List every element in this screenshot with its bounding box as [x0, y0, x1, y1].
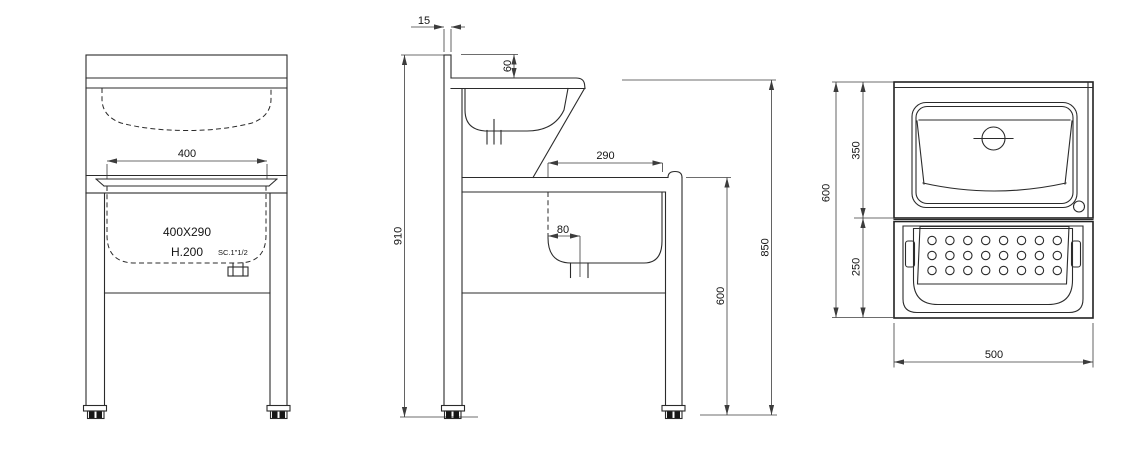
dim-drain-offset-label: 80	[557, 224, 569, 236]
left-leg	[82, 192, 108, 420]
lower-worktop	[461, 170, 683, 193]
dim-drain-offset: 80	[548, 224, 581, 277]
dim-upper-depth: 350	[851, 82, 894, 219]
drainer-left-tab	[904, 240, 916, 268]
cabinet-outline	[85, 54, 288, 194]
top-view: 600 350 250 500	[821, 81, 1094, 368]
side-front-leg	[661, 176, 686, 420]
dim-backsplash-thickness: 15	[411, 15, 465, 52]
top-lower-section-outline	[893, 220, 1094, 319]
dim-lower-depth-label: 250	[851, 258, 863, 276]
dim-tub-length-label: 290	[596, 150, 614, 162]
dim-basin-width-label: 400	[178, 148, 196, 160]
right-leg	[266, 192, 291, 420]
dim-overall-depth: 600	[821, 81, 894, 318]
dim-overall-height-label: 910	[393, 227, 405, 245]
upper-worktop	[450, 77, 586, 90]
dim-overall-depth-label: 600	[821, 184, 833, 202]
drainer-plate	[904, 225, 1082, 285]
top-lower-tub	[902, 225, 1084, 314]
dim-upper-basin-depth: 60	[461, 54, 518, 78]
tub-rim	[95, 178, 278, 187]
dim-upper-basin-depth-label: 60	[502, 60, 514, 72]
dim-overall-width-label: 500	[985, 349, 1003, 361]
tub-height-label: H.200	[171, 245, 203, 259]
drainer-holes	[927, 235, 1063, 276]
top-basin	[911, 101, 1078, 209]
drain-fitting	[227, 262, 249, 277]
dim-leg-height: 600	[686, 177, 777, 416]
drain-size-label: SC.1"1/2	[218, 248, 248, 257]
dim-basin-width: 400	[106, 148, 268, 179]
upper-drain-symbol	[486, 118, 502, 145]
dim-overall-width: 500	[893, 323, 1094, 368]
lower-tub-hidden-outline	[106, 186, 267, 264]
dim-overall-height: 910	[393, 54, 478, 418]
overflow-hole	[1072, 200, 1086, 213]
upper-basin-profile	[464, 87, 569, 132]
upper-basin-hidden-outline	[101, 88, 272, 132]
lower-drain-symbol	[569, 262, 589, 279]
front-view: 400 400X290 H.200 SC.1"1/2	[82, 54, 291, 420]
dim-worktop-height: 850	[622, 79, 776, 415]
side-back-leg-foot	[440, 404, 466, 420]
top-drain-hole	[973, 126, 1014, 151]
top-upper-section-outline	[893, 81, 1094, 219]
dim-tub-length: 290	[547, 150, 663, 178]
tub-size-label: 400X290	[163, 225, 211, 239]
dim-leg-height-label: 600	[715, 287, 727, 305]
lower-tub-profile	[547, 191, 663, 264]
dim-backsplash-thickness-label: 15	[418, 15, 430, 27]
side-view: 15 910 6	[393, 15, 777, 420]
drainer-right-tab	[1070, 240, 1082, 268]
support-bracket-line	[532, 87, 586, 179]
dim-worktop-height-label: 850	[760, 238, 772, 256]
dim-lower-depth: 250	[851, 218, 866, 318]
dim-upper-depth-label: 350	[851, 141, 863, 159]
backsplash	[443, 54, 452, 407]
